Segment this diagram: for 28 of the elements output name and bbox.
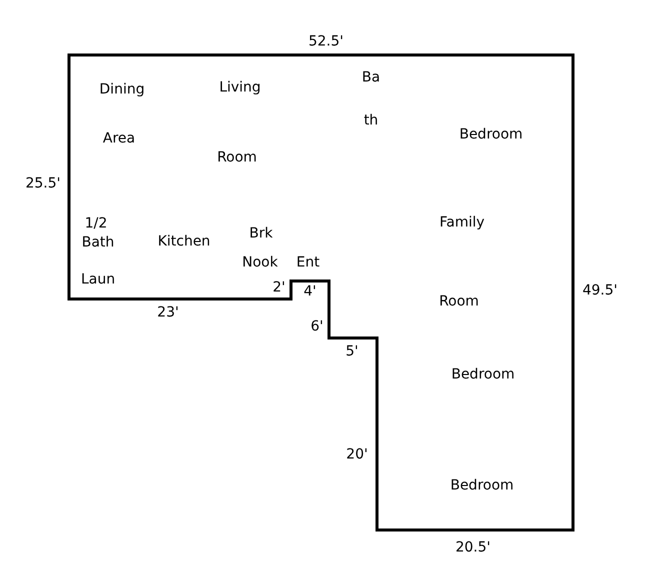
room-label: Ba (362, 70, 380, 86)
room-label: Bedroom (459, 126, 523, 144)
room-label: Dining (99, 82, 145, 98)
dimension-label: 6' (310, 318, 324, 336)
room-label: Kitchen (158, 234, 210, 250)
dimension-label: 25.5' (25, 176, 61, 192)
dimension-label: 49.5' (582, 282, 618, 300)
room-label: Nook (242, 254, 278, 272)
room-label: 1/2 (84, 216, 108, 232)
room-label: Room (217, 150, 257, 166)
dimension-label: 20' (346, 446, 368, 464)
dimension-label: 4' (304, 284, 316, 300)
room-label: Room (439, 294, 479, 310)
room-label: Brk (249, 226, 273, 242)
room-label: Family (439, 214, 485, 232)
room-label: Bedroom (450, 478, 514, 494)
room-label: Ent (296, 254, 320, 272)
room-label: Living (219, 80, 261, 96)
dimension-label: 52.5' (308, 34, 344, 50)
room-label: th (364, 112, 378, 130)
room-label: Laun (80, 272, 116, 288)
room-label: Area (102, 130, 136, 148)
dimension-label: 20.5' (455, 540, 491, 556)
dimension-label: 5' (346, 344, 358, 360)
room-label: Bath (82, 234, 114, 252)
dimension-label: 2' (272, 280, 286, 296)
room-label: Bedroom (451, 366, 515, 384)
dimension-label: 23' (157, 304, 179, 322)
